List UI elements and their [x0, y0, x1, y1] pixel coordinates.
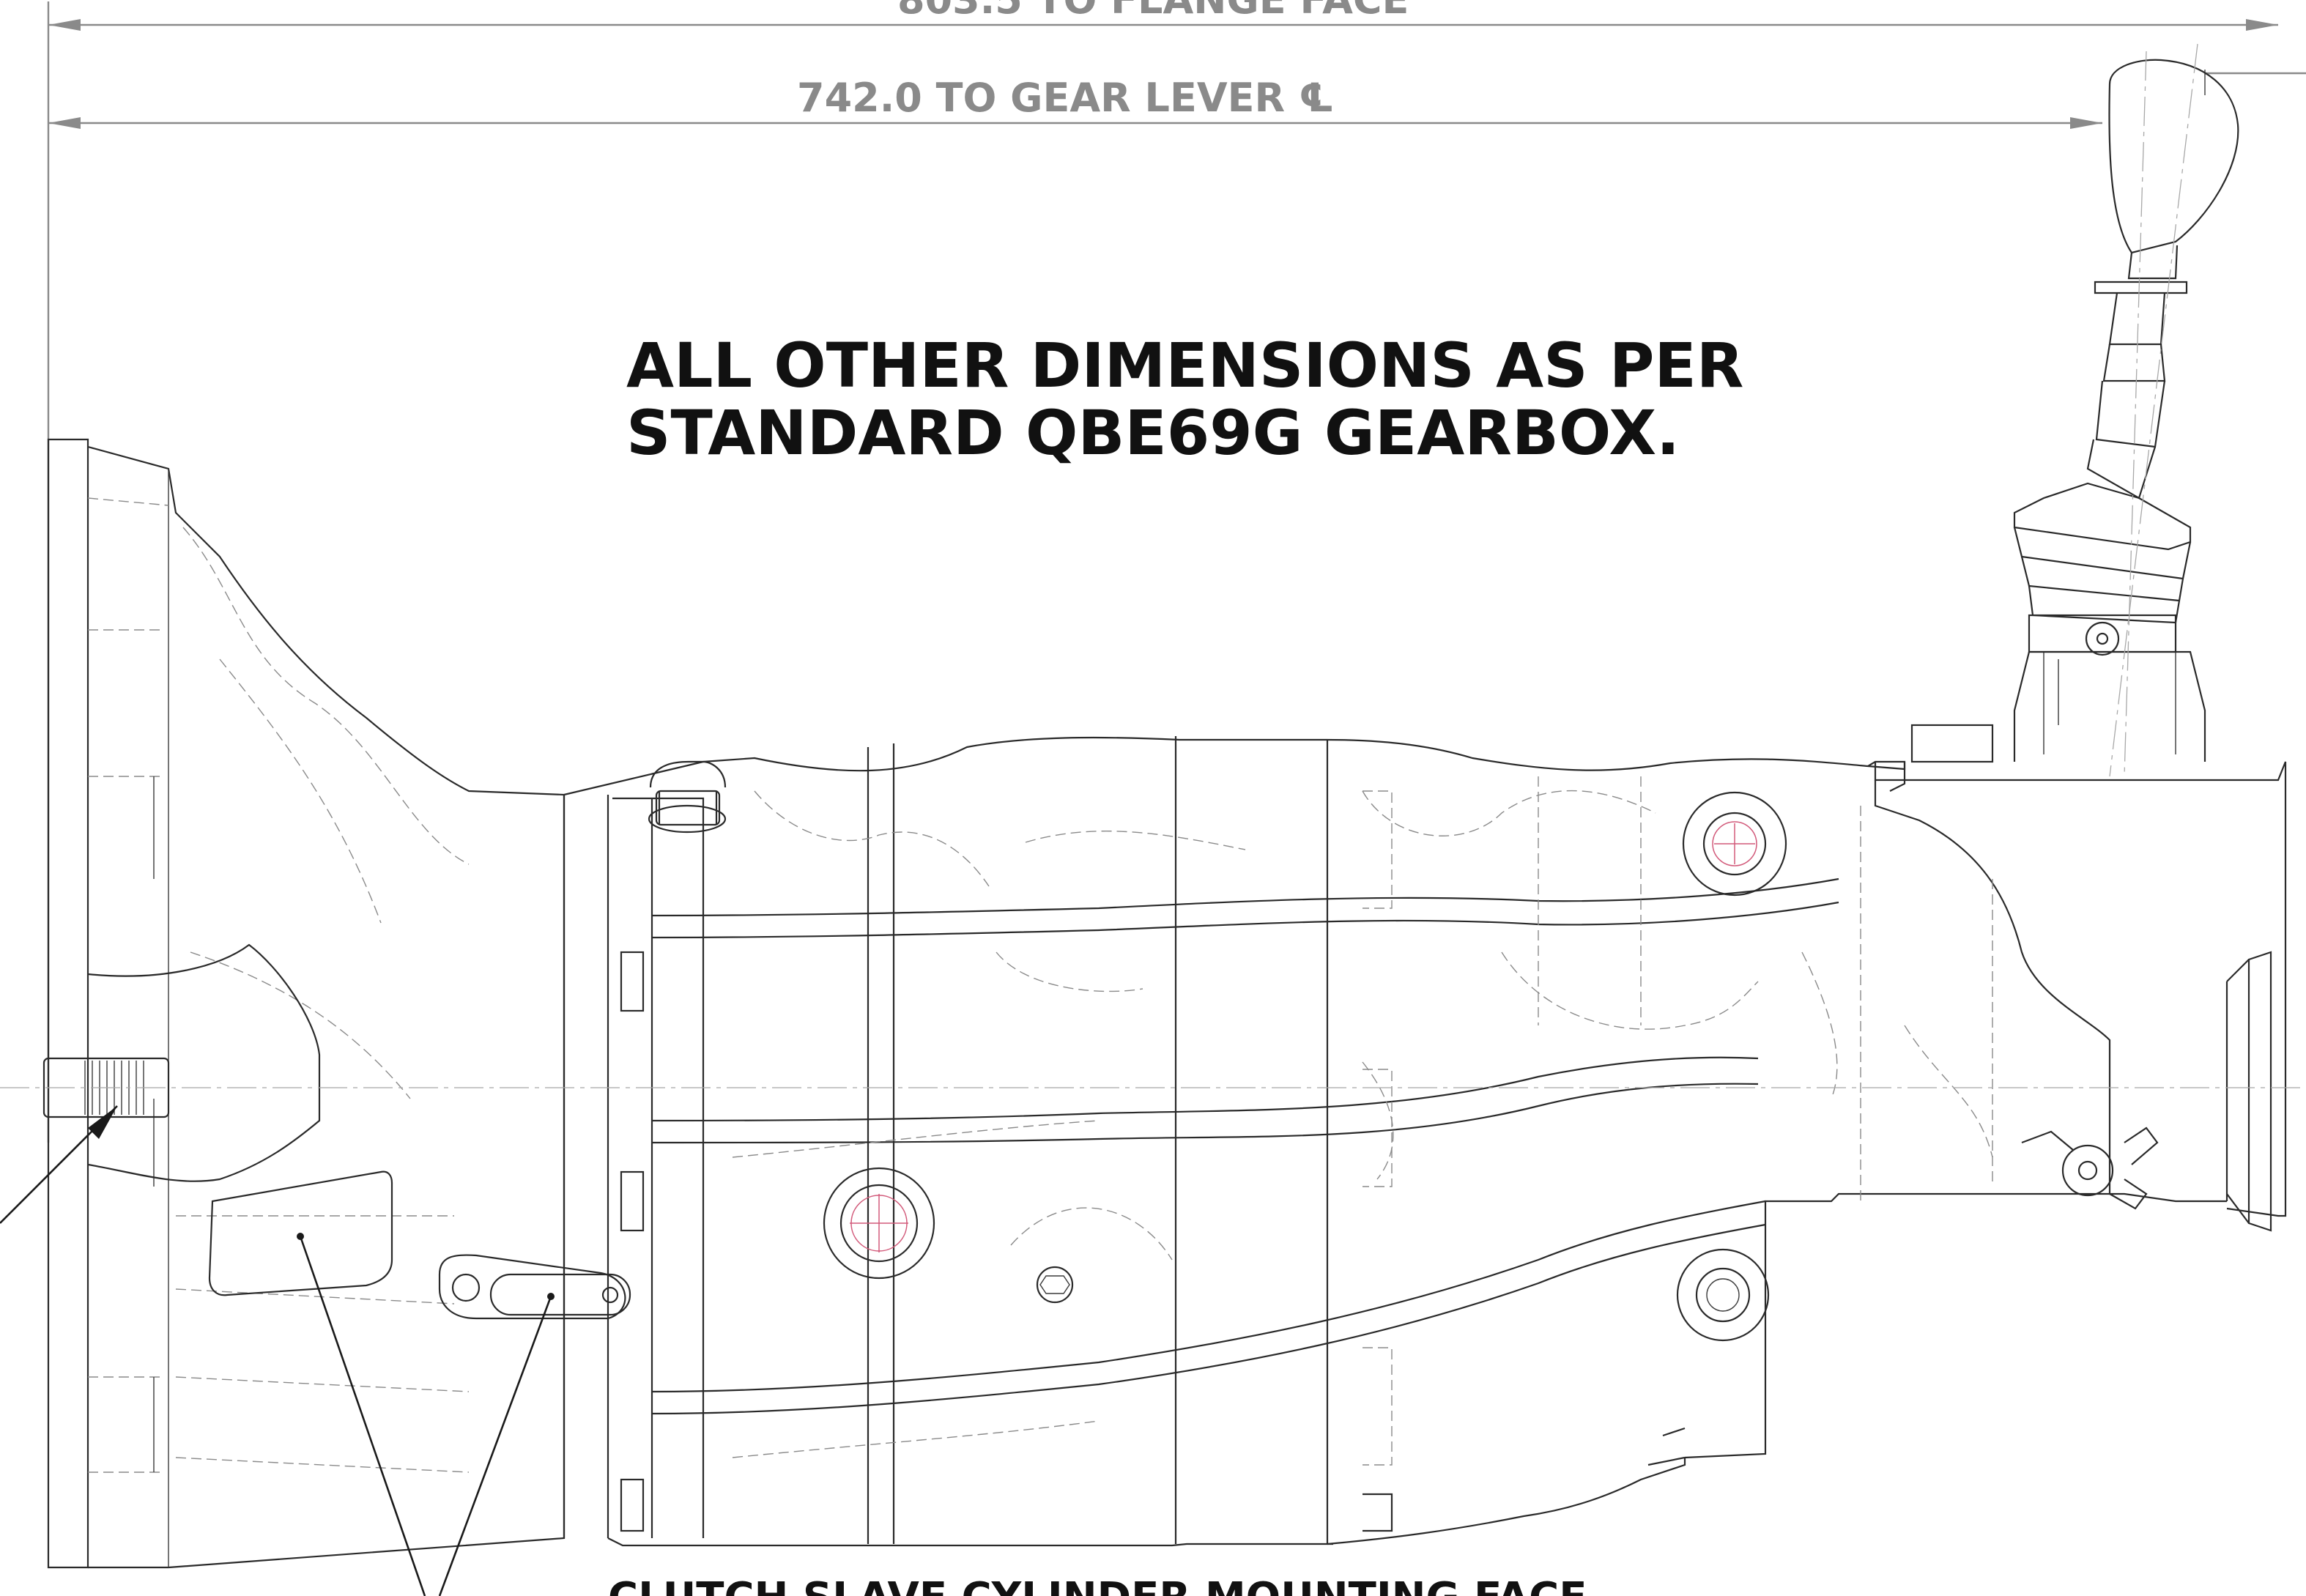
callout-clutch-slave-cylinder-face: CLUTCH SLAVE CYLINDER MOUNTING FACE	[608, 1574, 1587, 1596]
gear-lever-assembly	[2013, 59, 2239, 656]
vertical-ribs	[867, 743, 895, 1544]
boss-upper-right	[1682, 791, 1787, 897]
centre-lines	[0, 43, 2306, 1088]
note-line-2: STANDARD QBE69G GEARBOX.	[626, 397, 1680, 469]
note-line-1: ALL OTHER DIMENSIONS AS PER	[626, 330, 1743, 401]
drain-plug	[648, 760, 727, 834]
bell-housing-window	[208, 1170, 393, 1296]
callout-leaders	[0, 1105, 555, 1596]
dimension-label-flange-face: 803.5 TO FLANGE FACE	[897, 0, 1409, 23]
small-bolt	[1036, 1266, 1074, 1304]
bell-housing	[47, 438, 566, 1569]
gearbox-main-case	[563, 650, 2287, 1547]
clutch-slave-lever	[438, 1254, 631, 1320]
hidden-internals	[732, 776, 1993, 1466]
reverse-lever	[2021, 1127, 2159, 1210]
boss-lower-right	[1676, 1248, 1770, 1342]
dimension-label-gear-lever: 742.0 TO GEAR LEVER ℄	[797, 75, 1334, 121]
dimension-803-5: 803.5 TO FLANGE FACE	[47, 0, 2278, 1143]
input-shaft-spline	[42, 943, 321, 1182]
dimension-742-0: 742.0 TO GEAR LEVER ℄	[48, 70, 2306, 129]
rib-rows	[651, 877, 1839, 1415]
boss-lower-middle	[823, 1167, 935, 1280]
